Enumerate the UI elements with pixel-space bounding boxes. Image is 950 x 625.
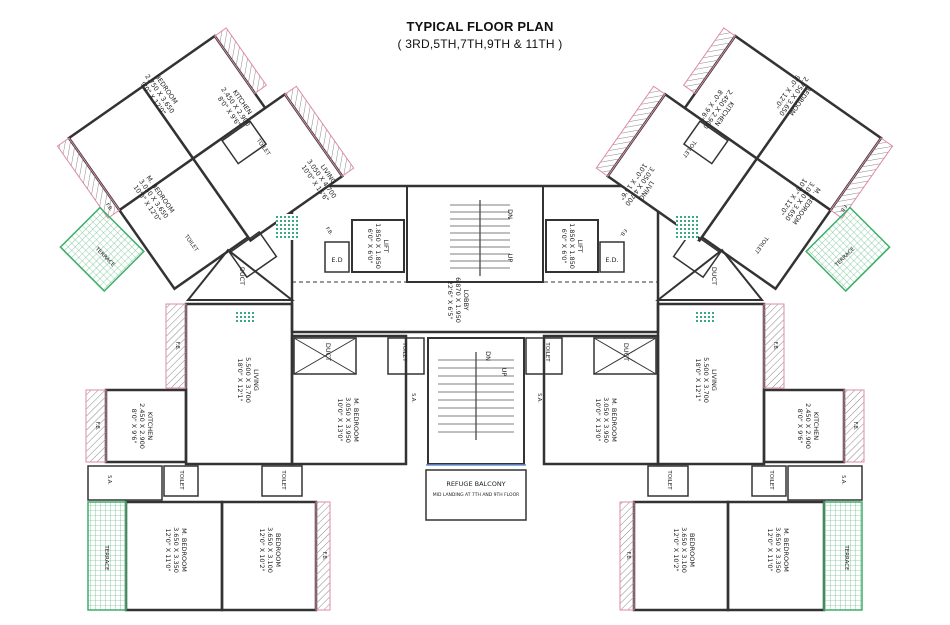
stair-up-upper: UP <box>506 254 514 263</box>
l-mbed-mid-size: 3.050 X 3.950 <box>344 397 352 443</box>
r-kitchen-name: KITCHEN <box>812 412 820 440</box>
upper-left-wing <box>56 27 355 291</box>
terrace-lower-left <box>87 501 127 611</box>
toilet-core-r: TOILET <box>544 341 550 362</box>
r-bed-bot-size: 3.650 X 3.100 <box>680 527 688 573</box>
terrace-upper-left <box>59 206 145 293</box>
toilet-ll-2: TOILET <box>280 469 286 490</box>
refuge-name: REFUGE BALCONY <box>446 480 505 488</box>
l-kitchen-imperial: 8'0" X 9'6" <box>130 409 138 444</box>
duct-ur: DUCT <box>710 267 718 285</box>
l-bed-bot-imperial: 12'0" X 10'2" <box>258 529 266 572</box>
l-mbed-mid-imperial: 10'0" X 13'0" <box>336 399 344 442</box>
fb-ur-2: F.B. <box>618 227 628 238</box>
duct-lr: DUCT <box>622 343 630 361</box>
sa-lr: S.A. <box>840 475 846 485</box>
l-living-name: LIVING <box>252 369 260 391</box>
fb-lr-3: F.B. <box>625 552 631 561</box>
r-mbed-bot-imperial: 12'0" X 11'0" <box>766 529 774 572</box>
lift-left-size: 1.850 X 1.850 <box>374 223 382 269</box>
sa-ll: S.A. <box>106 475 112 485</box>
r-bed-bot-imperial: 12'0" X 10'2" <box>672 529 680 572</box>
r-kitchen-imperial: 8'0" X 9'6" <box>796 409 804 444</box>
r-mbed-mid-name: M. BEDROOM <box>610 398 618 442</box>
fb-ur: F.B. <box>838 203 848 214</box>
l-mbed-bot-name: M. BEDROOM <box>180 528 188 572</box>
l-kitchen-name: KITCHEN <box>146 412 154 440</box>
lift-right-imperial: 6'0" X 6'0" <box>560 229 568 264</box>
l-mbed-bot-imperial: 12'0" X 11'0" <box>164 529 172 572</box>
refuge-note: MID LANDING AT 7TH AND 9TH FLOOR <box>433 492 519 498</box>
ed-right: E.D. <box>605 256 618 264</box>
toilet-lr-2: TOILET <box>768 469 774 490</box>
fb-ll-2: F.B. <box>94 422 100 431</box>
toilet-lr-1: TOILET <box>666 469 672 490</box>
duct-ul: DUCT <box>238 267 246 285</box>
r-mbed-mid-imperial: 10'0" X 13'0" <box>594 399 602 442</box>
lift-right <box>545 219 599 273</box>
fb-lr: F.B. <box>772 342 778 351</box>
terrace-upper-right <box>805 206 891 293</box>
fb-lr-2: F.B. <box>852 422 858 431</box>
r-living-size: 5.500 X 3.700 <box>702 357 710 403</box>
plan-title: TYPICAL FLOOR PLAN <box>406 19 554 34</box>
r-living-name: LIVING <box>710 369 718 391</box>
lift-right-size: 1.850 X 1.850 <box>568 223 576 269</box>
fb-ul-2: F.B. <box>324 226 334 237</box>
lift-left-imperial: 6'0" X 6'0" <box>366 229 374 264</box>
l-living-size: 5.500 X 3.700 <box>244 357 252 403</box>
lift-right-name: LIFT <box>576 239 584 252</box>
terrace-lower-right <box>823 501 863 611</box>
l-mbed-bot-size: 3.650 X 3.350 <box>172 527 180 573</box>
fb-ll-3: F.B. <box>321 552 327 561</box>
duct-ll: DUCT <box>324 343 332 361</box>
terrace-ll-label: TERRACE <box>103 544 109 571</box>
stair-dn-lower: DN <box>484 351 492 361</box>
l-bed-bot-name: BEDROOM <box>274 533 282 567</box>
r-bed-bot-name: BEDROOM <box>688 533 696 567</box>
upper-right-wing <box>595 27 894 291</box>
sa-core-r: S.A. <box>536 393 542 403</box>
lower-right-unit <box>525 302 865 612</box>
l-mbed-mid-name: M. BEDROOM <box>352 398 360 442</box>
r-mbed-bot-name: M. BEDROOM <box>782 528 790 572</box>
toilet-ll-1: TOILET <box>178 469 184 490</box>
lift-left-name: LIFT <box>382 239 390 252</box>
r-mbed-bot-size: 3.650 X 3.350 <box>774 527 782 573</box>
r-living-imperial: 18'0" X 12'1" <box>694 359 702 402</box>
terrace-lr-label: TERRACE <box>843 544 849 571</box>
lower-left-unit <box>85 302 425 612</box>
l-bed-bot-size: 3.650 X 3.100 <box>266 527 274 573</box>
fb-ul: F.B. <box>104 202 114 213</box>
toilet-core-l: TOILET <box>401 341 407 362</box>
r-kitchen-size: 2.450 X 2.900 <box>804 403 812 449</box>
lobby-imperial: 22'6" X 6'5" <box>446 281 454 320</box>
sa-core-l: S.A. <box>410 393 416 403</box>
central-core <box>290 184 660 521</box>
ed-left: E.D <box>331 256 342 264</box>
refuge-balcony <box>425 469 527 521</box>
lobby-size: 6.870 X 1.950 <box>454 277 462 323</box>
plan-subtitle: ( 3RD,5TH,7TH,9TH & 11TH ) <box>397 37 563 51</box>
l-kitchen-size: 2.450 X 2.900 <box>138 403 146 449</box>
lobby-name: LOBBY <box>462 289 470 310</box>
l-living-imperial: 18'0" X 12'1" <box>236 359 244 402</box>
stair-up-lower: UP <box>500 368 508 377</box>
lift-left <box>351 219 405 273</box>
fb-ll: F.B. <box>174 342 180 351</box>
stair-dn-upper: DN <box>506 209 514 219</box>
r-mbed-mid-size: 3.050 X 3.950 <box>602 397 610 443</box>
